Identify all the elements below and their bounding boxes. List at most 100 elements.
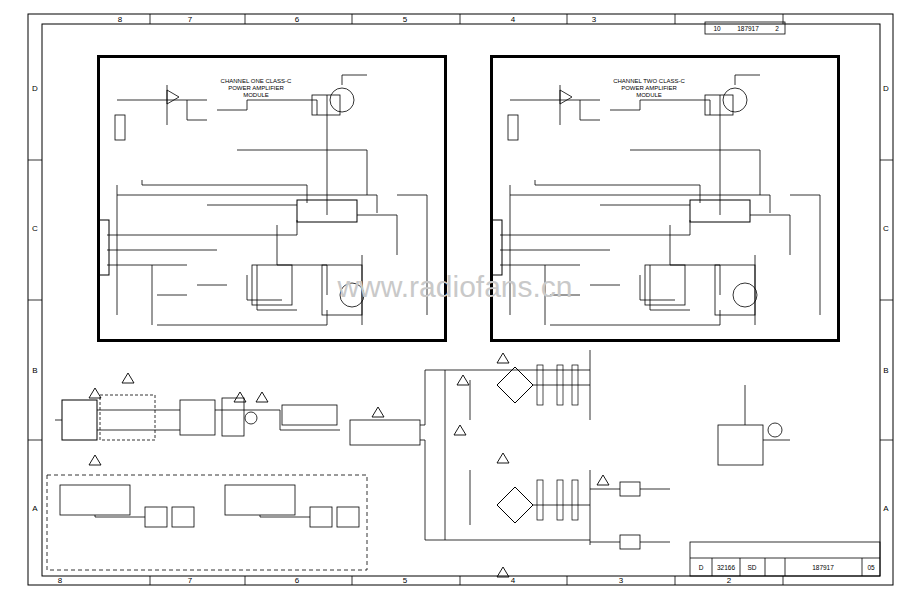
circuit-wire xyxy=(152,265,153,325)
circuit-wire xyxy=(500,265,580,266)
grid-tick xyxy=(880,160,893,161)
watermark: www.radiofans.cn xyxy=(337,270,572,304)
regulator-symbol xyxy=(620,482,640,496)
circuit-wire xyxy=(97,410,180,411)
grid-tick xyxy=(150,14,151,24)
title-block-cell: 187917 xyxy=(812,564,834,571)
wiring-diagram xyxy=(60,485,130,515)
driver-box xyxy=(312,95,340,115)
warning-symbol xyxy=(256,392,268,402)
ac-receptacle xyxy=(62,400,97,440)
grid-reference: C xyxy=(32,224,38,233)
grid-tick xyxy=(567,14,568,24)
warning-symbol xyxy=(372,407,384,417)
circuit-wire xyxy=(750,215,790,255)
title-rule xyxy=(862,558,863,576)
grid-reference: C xyxy=(883,224,889,233)
lamp-symbol xyxy=(245,412,257,424)
circuit-wire xyxy=(790,195,820,315)
driver-box xyxy=(645,265,685,305)
warning-symbol xyxy=(457,375,469,385)
grid-reference: 5 xyxy=(403,15,407,24)
circuit-wire xyxy=(500,220,690,235)
title-rule xyxy=(785,558,786,576)
grid-tick xyxy=(28,440,42,441)
capacitor-symbol xyxy=(537,480,543,520)
grid-tick xyxy=(28,160,42,161)
connector-symbol xyxy=(99,220,109,275)
circuit-wire xyxy=(157,295,187,296)
circuit-wire xyxy=(533,505,590,506)
circuit-wire xyxy=(500,250,610,251)
title-block-cell: 10 xyxy=(713,25,720,32)
grid-reference: D xyxy=(883,84,889,93)
grid-reference: A xyxy=(32,504,37,513)
circuit-wire xyxy=(510,195,770,213)
wiring-connector xyxy=(145,507,167,527)
grid-reference: B xyxy=(883,366,888,375)
grid-reference: B xyxy=(32,366,37,375)
circuit-wire xyxy=(735,75,760,85)
title-block-cell: 32166 xyxy=(717,564,735,571)
warning-symbol xyxy=(497,353,509,363)
capacitor-symbol xyxy=(537,365,543,405)
outer-frame xyxy=(28,14,893,585)
grid-tick xyxy=(880,440,893,441)
power-switch xyxy=(100,395,155,440)
circuit-wire xyxy=(117,100,207,120)
grid-tick xyxy=(675,14,676,24)
grid-tick xyxy=(880,300,893,301)
grid-reference: 2 xyxy=(727,576,731,585)
grid-reference: 5 xyxy=(403,576,407,585)
grid-reference: 7 xyxy=(188,15,192,24)
transistor-symbol xyxy=(768,423,782,437)
circuit-wire xyxy=(420,370,590,425)
wiring-connector xyxy=(172,507,194,527)
capacitor-symbol xyxy=(572,365,578,405)
grid-tick xyxy=(352,576,353,585)
grid-reference: 3 xyxy=(619,576,623,585)
opamp-symbol xyxy=(560,90,572,104)
driver-box xyxy=(705,95,733,115)
title-rule xyxy=(712,558,713,576)
relay-circuit xyxy=(718,425,763,465)
warning-symbol xyxy=(497,567,509,577)
driver-box xyxy=(252,265,292,305)
circuit-wire xyxy=(533,385,590,386)
grid-tick xyxy=(245,576,246,585)
circuit-wire xyxy=(745,385,746,425)
opamp-symbol xyxy=(167,90,179,104)
grid-reference: 6 xyxy=(295,15,299,24)
transformer-connector xyxy=(350,420,420,445)
grid-reference: A xyxy=(883,504,888,513)
title-block-cell: SD xyxy=(747,564,756,571)
title-block-cell: 187917 xyxy=(737,25,759,32)
warning-symbol xyxy=(454,425,466,435)
circuit-wire xyxy=(550,310,720,325)
circuit-wire xyxy=(157,310,327,325)
title-block-cell: 05 xyxy=(867,564,874,571)
grid-reference: 8 xyxy=(58,576,62,585)
circuit-wire xyxy=(650,265,690,310)
title-block xyxy=(690,542,880,576)
circuit-wire xyxy=(590,470,591,545)
capacitor-symbol xyxy=(557,480,563,520)
circuit-wire xyxy=(107,265,187,266)
circuit-wire xyxy=(470,380,471,420)
module-heading: CHANNEL TWO CLASS-C POWER AMPLIFIER MODU… xyxy=(613,78,685,100)
fuse-holder xyxy=(180,400,215,435)
grid-tick xyxy=(28,300,42,301)
resistor-symbol xyxy=(508,115,518,140)
warning-symbol xyxy=(234,392,246,402)
circuit-wire xyxy=(327,95,328,215)
grid-tick xyxy=(675,576,676,585)
circuit-wire xyxy=(55,420,62,421)
grid-tick xyxy=(460,576,461,585)
circuit-wire xyxy=(107,250,217,251)
grid-tick xyxy=(783,14,784,24)
warning-symbol xyxy=(497,453,509,463)
wiring-diagram xyxy=(225,485,295,515)
circuit-wire xyxy=(600,205,690,206)
connector-symbol xyxy=(492,220,502,275)
ic-symbol xyxy=(690,200,750,222)
